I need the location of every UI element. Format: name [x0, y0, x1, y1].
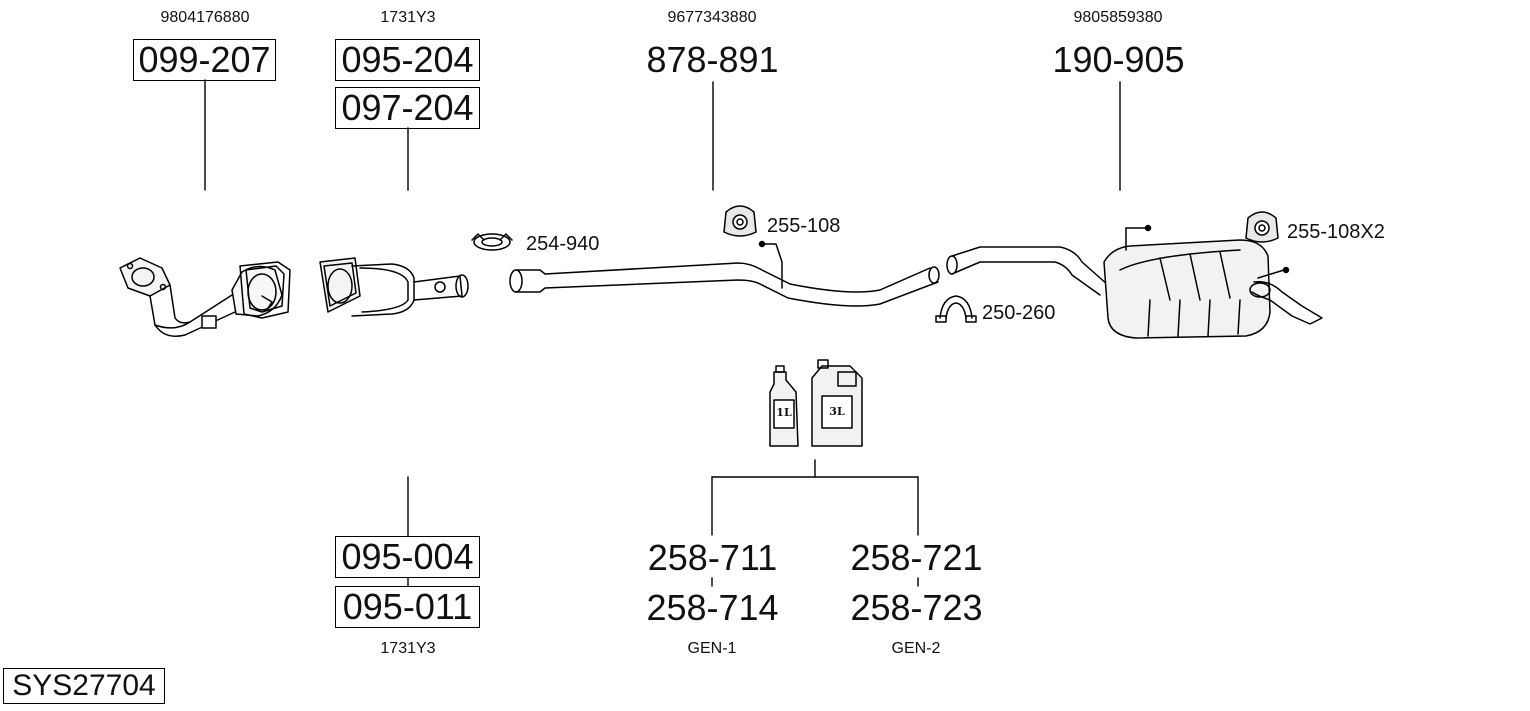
part-number-095-204[interactable]: 095-204	[335, 39, 480, 81]
part-number-190-905[interactable]: 190-905	[1052, 39, 1185, 80]
bottle-volume-label: 1L	[776, 406, 792, 419]
ref-number-front-catalyst: 9804176880	[160, 9, 250, 26]
part-number-258-711[interactable]: 258-711	[647, 537, 778, 578]
accessory-label-250-260[interactable]: 250-260	[982, 302, 1056, 324]
accessory-label-254-940[interactable]: 254-940	[526, 233, 600, 255]
leader-lines	[204, 79, 1121, 587]
ref-number-dpf-bottom: 1731Y3	[380, 640, 436, 657]
particulate-filter-part[interactable]	[319, 257, 469, 317]
front-catalyst-part[interactable]	[119, 257, 291, 337]
accessory-label-255-108[interactable]: 255-108	[767, 215, 841, 237]
middle-pipe-part[interactable]	[509, 240, 940, 307]
part-number-095-004[interactable]: 095-004	[335, 536, 480, 578]
rubber-mount-255-108x2-icon[interactable]	[1245, 211, 1279, 243]
ref-number-dpf-top: 1731Y3	[380, 9, 436, 26]
accessory-label-255-108x2[interactable]: 255-108X2	[1287, 221, 1385, 243]
part-number-258-723[interactable]: 258-723	[850, 587, 983, 628]
ref-label-gen-1: GEN-1	[687, 640, 737, 657]
part-number-095-011[interactable]: 095-011	[335, 586, 480, 628]
ref-number-rear-silencer: 9805859380	[1073, 9, 1163, 26]
rear-silencer-part[interactable]	[946, 224, 1323, 339]
part-number-878-891[interactable]: 878-891	[646, 39, 779, 80]
part-number-099-207[interactable]: 099-207	[133, 39, 276, 81]
clamp-250-260-icon[interactable]	[935, 295, 977, 323]
part-number-258-714[interactable]: 258-714	[646, 587, 779, 628]
clamp-254-940-icon[interactable]	[471, 233, 513, 251]
ref-number-middle-pipe: 9677343880	[667, 9, 757, 26]
fluid-bottle-small-icon[interactable]	[769, 365, 799, 447]
canister-volume-label: 3L	[829, 405, 845, 418]
ref-label-gen-2: GEN-2	[891, 640, 941, 657]
rubber-mount-255-108-icon[interactable]	[723, 205, 757, 237]
fluid-canister-large-icon[interactable]	[811, 359, 863, 447]
system-code-box: SYS27704	[3, 668, 165, 704]
part-number-258-721[interactable]: 258-721	[850, 537, 983, 578]
